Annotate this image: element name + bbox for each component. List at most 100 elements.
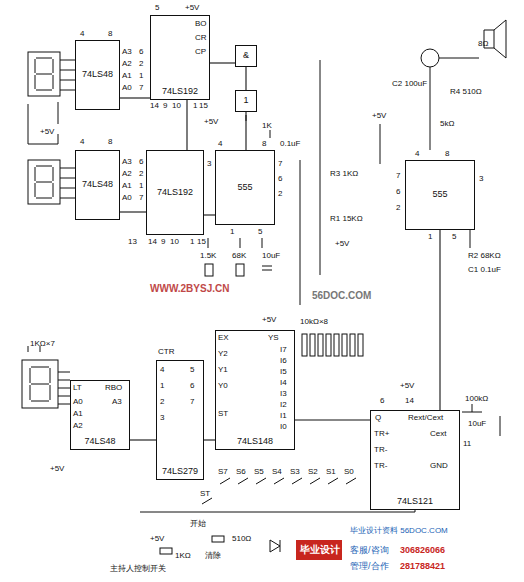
pin-label: ST — [218, 410, 228, 419]
ic-chip: 74LS121 — [370, 410, 460, 510]
pin-label: I5 — [280, 368, 287, 377]
pin-label: A2 — [122, 60, 132, 69]
pin-label: 10uF — [262, 252, 280, 261]
pin-label: Y2 — [218, 350, 228, 359]
chip-label: & — [243, 51, 249, 61]
pin-label: +5V — [204, 118, 218, 127]
timing-wires — [462, 404, 500, 436]
pin-label: I0 — [280, 423, 287, 432]
logo-plate — [296, 540, 342, 560]
pin-label: I3 — [280, 390, 287, 399]
watermark: 客服/咨询 — [350, 546, 389, 556]
pin-label: 0.1uF — [280, 140, 300, 149]
pin-label: +5V — [50, 465, 64, 474]
pin-label: 1 — [230, 228, 234, 237]
watermark: 毕业设计 — [300, 544, 340, 555]
signal-connector — [245, 112, 246, 150]
pin-label: 10 — [170, 238, 179, 247]
pin-label: 5 — [190, 366, 194, 375]
pin-label: Cext — [430, 430, 446, 439]
pin-label: A3 — [112, 398, 122, 407]
pin-label: 4 — [80, 138, 84, 147]
pin-label: R2 68KΩ — [468, 252, 501, 261]
watermark: 306826066 — [400, 546, 445, 556]
signal-connector — [204, 439, 215, 440]
pin-label: 510Ω — [232, 535, 251, 544]
pin-label: 1 — [428, 233, 432, 242]
pin-label: Y1 — [218, 366, 228, 375]
seven-segment-display — [28, 52, 60, 96]
pin-label: 1K — [262, 122, 272, 131]
pin-label: 8Ω — [478, 40, 488, 49]
chip-label: 1 — [243, 96, 248, 106]
pin-label: +5V — [262, 316, 276, 325]
chip-label: 74LS192 — [162, 87, 198, 97]
pin-label: C2 100uF — [392, 80, 427, 89]
pin-label: 9 — [161, 238, 165, 247]
pin-label: A1 — [73, 410, 83, 419]
ic-chip: 555 — [405, 160, 475, 230]
logic-gate: 1 — [235, 90, 257, 112]
resistor-array — [302, 334, 363, 356]
pin-label: 8 — [108, 138, 112, 147]
speaker-symbol — [430, 20, 506, 107]
ic-chip: 555 — [215, 150, 275, 225]
pin-label: A0 — [122, 194, 132, 203]
pin-label: GND — [430, 462, 448, 471]
pin-label: 8 — [262, 140, 266, 149]
pin-label: R3 1KΩ — [330, 170, 358, 179]
pin-label: 7 — [190, 398, 194, 407]
signal-connector — [439, 230, 440, 410]
pin-label: 1 — [190, 238, 194, 247]
pin-label: A2 — [122, 170, 132, 179]
seven-segment-display — [28, 160, 60, 204]
pin-label: 11 — [463, 440, 471, 449]
signal-connector — [130, 439, 156, 440]
pin-label: ST — [200, 490, 210, 499]
watermark: 管理/合作 — [350, 562, 389, 572]
signal-wire — [300, 60, 320, 305]
power-wire — [28, 102, 58, 144]
pin-label: 14 — [405, 397, 414, 406]
signal-wire — [140, 510, 415, 512]
pin-label: 6 — [396, 188, 400, 197]
pin-label: 2 — [396, 204, 400, 213]
pin-label: +5V — [150, 535, 164, 544]
pin-label: S3 — [290, 468, 300, 477]
pin-label: S6 — [236, 468, 246, 477]
led-symbol — [270, 540, 280, 552]
pin-label: 14 — [148, 238, 157, 247]
pin-label: 7 — [139, 194, 143, 203]
pin-label: 10uF — [468, 420, 486, 429]
pin-label: BO — [195, 20, 207, 29]
pin-label: I4 — [280, 379, 287, 388]
pin-label: A0 — [73, 398, 83, 407]
pin-label: 10 — [172, 102, 181, 111]
pin-label: 3 — [207, 160, 211, 169]
signal-connector — [204, 214, 215, 215]
signal-connector — [186, 100, 187, 150]
pin-label: 1 — [193, 102, 197, 111]
chip-label: 555 — [237, 183, 252, 193]
watermark: 56DOC.COM — [312, 290, 371, 301]
pin-label: 15 — [197, 238, 206, 247]
signal-connector — [295, 419, 370, 420]
pin-label: +5V — [372, 112, 386, 121]
pin-label: 1 — [139, 182, 143, 191]
pin-label: 7 — [278, 160, 282, 169]
pin-label: Q — [375, 414, 381, 423]
pin-label: Rext/Cext — [408, 414, 443, 423]
pin-label: 8 — [108, 30, 112, 39]
pin-label: 1 — [139, 72, 143, 81]
pin-label: TR- — [374, 462, 387, 471]
signal-connector — [120, 211, 146, 212]
ic-chip: 74LS48 — [75, 150, 120, 220]
pin-label: 6 — [190, 382, 194, 391]
pin-label: EX — [218, 334, 229, 343]
pin-label: +5V — [335, 240, 349, 249]
pin-label: 开始 — [190, 520, 206, 529]
pin-label: CP — [195, 48, 206, 57]
pin-label: S2 — [308, 468, 318, 477]
chip-label: 74LS48 — [82, 180, 113, 190]
